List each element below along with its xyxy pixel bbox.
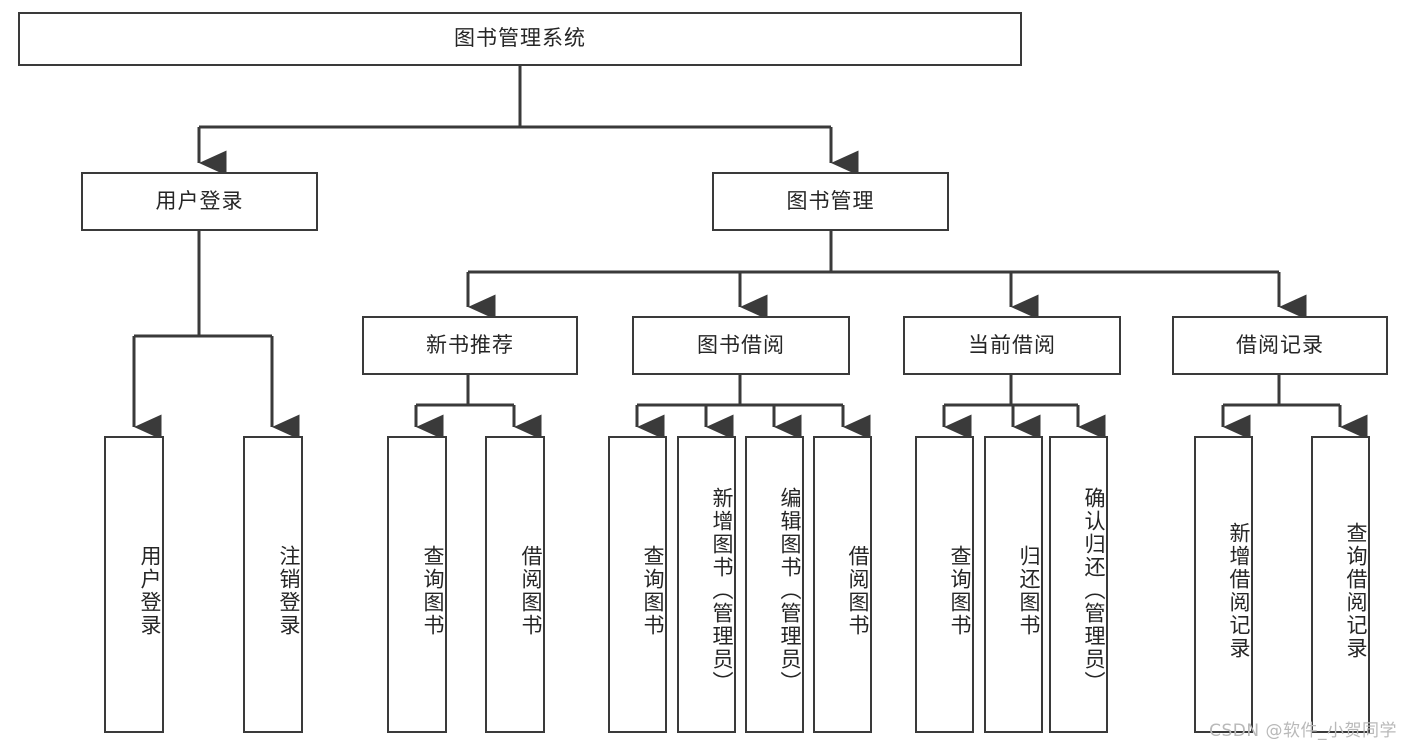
node-leaf-borrow-book-1[interactable]: 借阅图书 [485,436,545,733]
node-leaf-confirm-return-label: 确认归还（管理员） [1082,487,1106,694]
node-root[interactable]: 图书管理系统 [18,12,1022,66]
node-leaf-add-record-label: 新增借阅记录 [1227,521,1251,660]
node-leaf-query-book-1[interactable]: 查询图书 [387,436,447,733]
node-user-login[interactable]: 用户登录 [81,172,318,231]
node-book-borrow-label: 图书借阅 [697,332,785,357]
node-leaf-user-logout[interactable]: 注销登录 [243,436,303,733]
node-borrow-record[interactable]: 借阅记录 [1172,316,1388,375]
node-root-label: 图书管理系统 [454,26,586,51]
node-leaf-query-record[interactable]: 查询借阅记录 [1311,436,1370,733]
node-leaf-edit-book-label: 编辑图书（管理员） [778,487,802,694]
node-current-borrow[interactable]: 当前借阅 [903,316,1121,375]
node-leaf-return-book-label: 归还图书 [1017,544,1041,637]
node-user-login-label: 用户登录 [155,188,244,213]
node-leaf-user-login[interactable]: 用户登录 [104,436,164,733]
node-leaf-user-login-label: 用户登录 [138,544,162,637]
node-leaf-add-book[interactable]: 新增图书（管理员） [677,436,736,733]
node-new-book-rec-label: 新书推荐 [426,332,514,357]
node-borrow-record-label: 借阅记录 [1236,332,1324,357]
node-leaf-borrow-book-2-label: 借阅图书 [846,544,870,637]
node-leaf-borrow-book-2[interactable]: 借阅图书 [813,436,872,733]
node-current-borrow-label: 当前借阅 [968,332,1056,357]
node-book-manage[interactable]: 图书管理 [712,172,949,231]
node-new-book-rec[interactable]: 新书推荐 [362,316,578,375]
node-leaf-return-book[interactable]: 归还图书 [984,436,1043,733]
node-leaf-borrow-book-1-label: 借阅图书 [519,544,543,637]
node-book-manage-label: 图书管理 [786,188,875,213]
node-leaf-query-book-3-label: 查询图书 [948,544,972,637]
node-leaf-user-logout-label: 注销登录 [277,544,301,637]
node-leaf-add-book-label: 新增图书（管理员） [710,487,734,694]
node-leaf-edit-book[interactable]: 编辑图书（管理员） [745,436,804,733]
node-leaf-query-book-2[interactable]: 查询图书 [608,436,667,733]
node-leaf-confirm-return[interactable]: 确认归还（管理员） [1049,436,1108,733]
node-leaf-query-book-1-label: 查询图书 [421,544,445,637]
node-leaf-add-record[interactable]: 新增借阅记录 [1194,436,1253,733]
node-book-borrow[interactable]: 图书借阅 [632,316,850,375]
watermark: CSDN @软件_小贺同学 [1209,721,1397,741]
node-leaf-query-book-3[interactable]: 查询图书 [915,436,974,733]
node-leaf-query-book-2-label: 查询图书 [641,544,665,637]
node-leaf-query-record-label: 查询借阅记录 [1344,521,1368,660]
